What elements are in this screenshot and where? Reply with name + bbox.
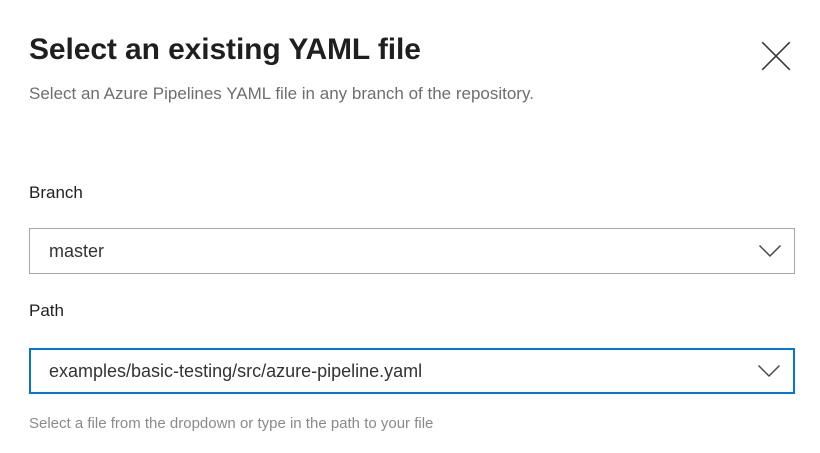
page-title: Select an existing YAML file	[29, 33, 421, 66]
path-helper-text: Select a file from the dropdown or type …	[29, 415, 434, 432]
path-label: Path	[29, 301, 64, 320]
close-button[interactable]	[752, 32, 800, 80]
path-chevron-down-icon[interactable]	[745, 350, 793, 392]
path-combobox[interactable]: examples/basic-testing/src/azure-pipelin…	[29, 348, 795, 394]
close-icon	[761, 41, 791, 71]
path-value[interactable]: examples/basic-testing/src/azure-pipelin…	[49, 361, 423, 381]
branch-label: Branch	[29, 183, 83, 202]
branch-chevron-down-icon[interactable]	[746, 229, 794, 273]
branch-value[interactable]: master	[49, 241, 105, 261]
dialog-subtitle: Select an Azure Pipelines YAML file in a…	[29, 84, 534, 103]
branch-combobox[interactable]: master	[29, 228, 795, 274]
